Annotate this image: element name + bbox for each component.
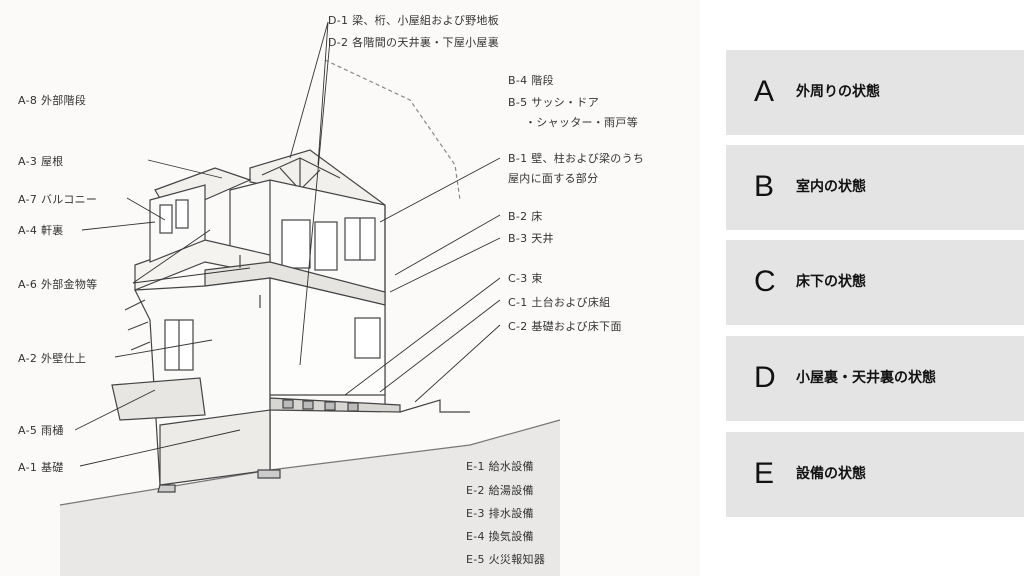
label-a3: A-3 屋根 <box>18 155 64 168</box>
house-cross-section-drawing <box>59 21 561 576</box>
category-card-a[interactable]: A 外周りの状態 <box>726 50 1024 135</box>
category-card-b[interactable]: B 室内の状態 <box>726 145 1024 230</box>
label-d1: D-1 梁、桁、小屋組および野地板 <box>328 14 500 27</box>
label-e5: E-5 火災報知器 <box>466 553 546 566</box>
label-a6: A-6 外部金物等 <box>18 278 98 291</box>
label-b5-cont: ・シャッター・雨戸等 <box>525 116 638 129</box>
label-c3: C-3 束 <box>508 272 543 285</box>
label-a2: A-2 外壁仕上 <box>18 352 87 365</box>
category-card-c[interactable]: C 床下の状態 <box>726 240 1024 325</box>
label-e4: E-4 換気設備 <box>466 530 534 543</box>
label-b2: B-2 床 <box>508 210 543 223</box>
label-c2: C-2 基礎および床下面 <box>508 320 622 333</box>
label-e3: E-3 排水設備 <box>466 507 534 520</box>
category-title: 設備の状態 <box>796 466 866 482</box>
category-letter: B <box>754 170 775 203</box>
label-b3: B-3 天井 <box>508 232 554 245</box>
category-title: 外周りの状態 <box>796 84 880 100</box>
label-a1: A-1 基礎 <box>18 461 64 474</box>
label-d2: D-2 各階間の天井裏・下屋小屋裏 <box>328 36 500 49</box>
label-b5: B-5 サッシ・ドア <box>508 96 600 109</box>
label-a5: A-5 雨樋 <box>18 424 64 437</box>
category-letter: C <box>754 265 776 298</box>
label-a4: A-4 軒裏 <box>18 224 64 237</box>
category-card-e[interactable]: E 設備の状態 <box>726 432 1024 517</box>
category-title: 床下の状態 <box>796 274 866 290</box>
label-c1: C-1 土台および床組 <box>508 296 611 309</box>
label-b4: B-4 階段 <box>508 74 554 87</box>
category-title: 小屋裏・天井裏の状態 <box>796 370 936 386</box>
category-title: 室内の状態 <box>796 179 866 195</box>
category-card-d[interactable]: D 小屋裏・天井裏の状態 <box>726 336 1024 421</box>
label-b1-cont: 屋内に面する部分 <box>508 172 599 185</box>
label-a8: A-8 外部階段 <box>18 94 87 107</box>
category-letter: A <box>754 75 775 108</box>
label-b1: B-1 壁、柱および梁のうち <box>508 152 645 165</box>
label-e2: E-2 給湯設備 <box>466 484 534 497</box>
category-letter: D <box>754 361 776 394</box>
label-e1: E-1 給水設備 <box>466 460 534 473</box>
category-letter: E <box>754 457 775 490</box>
label-a7: A-7 バルコニー <box>18 193 98 206</box>
house-inspection-diagram: D-1 梁、桁、小屋組および野地板 D-2 各階間の天井裏・下屋小屋裏 A-8 … <box>18 14 645 576</box>
